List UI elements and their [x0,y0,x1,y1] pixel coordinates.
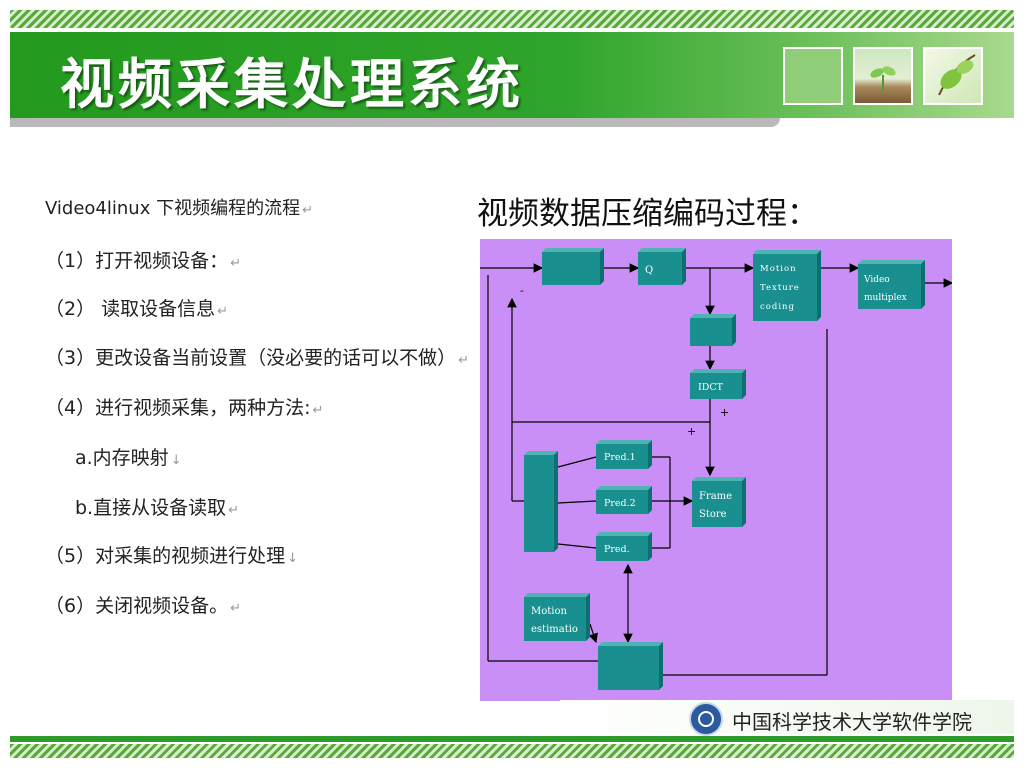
plus-sign-a: + [720,406,729,419]
label-frame: Frame [699,491,732,502]
green-square-thumbnail [783,47,843,105]
label-motion-estimation-line2: estimatio [531,624,578,635]
list-item: （2） 读取设备信息↵ [45,298,229,320]
block-pred-label: Pred. [604,544,630,555]
slide-title: 视频采集处理系统 [60,53,524,116]
list-item: （5）对采集的视频进行处理↓ [45,545,298,567]
footer-background [560,700,1014,734]
title-banner [10,32,1014,118]
list-item: （3）更改设备当前设置（没必要的话可以不做）↵ [45,347,469,369]
block-inverse-quantizer [690,314,736,346]
block-pred1-label: Pred.1 [604,452,636,463]
label-coding: coding [760,302,795,312]
leaves-thumbnail [923,47,983,105]
minus-sign: - [520,284,524,297]
list-item: （1）打开视频设备：↵ [45,250,241,272]
list-item: a.内存映射↓ [75,447,182,469]
block-input [542,248,604,285]
block-motion-estimation: Motion estimatio [524,593,590,641]
block-predictor-column [524,451,558,552]
sprout-thumbnail [853,47,913,105]
footer-organization: 中国科学技术大学软件学院 [732,710,972,734]
block-bottom [598,642,663,690]
label-motion: Motion [760,264,797,274]
footer-line [10,736,1014,742]
block-idct-label: IDCT [698,382,724,393]
list-item: b.直接从设备读取↵ [75,497,240,519]
block-q: Q [638,248,686,285]
banner-underline [10,118,780,127]
header-stripe [10,10,1014,28]
list-item: （4）进行视频采集，两种方法:↵ [45,397,324,419]
block-frame-store: Frame Store [692,477,746,527]
block-video-multiplex: Video multiplex [858,260,925,309]
block-q-label: Q [645,265,653,276]
university-logo-icon [689,702,723,736]
block-pred2-label: Pred.2 [604,498,636,509]
diagram-title: 视频数据压缩编码过程： [477,196,818,232]
block-motion-texture-coding: Motion Texture coding [753,250,821,321]
encoding-block-diagram: Q Motion Texture coding Video multiplex … [480,239,952,701]
label-store: Store [699,509,727,520]
footer-stripe [10,744,1014,758]
block-pred2: Pred.2 [596,486,652,514]
plus-sign-b: + [687,425,696,438]
label-texture: Texture [760,283,800,293]
block-pred: Pred. [596,532,652,561]
label-multiplex: multiplex [864,293,907,303]
block-pred1: Pred.1 [596,440,652,469]
leaves-icon [938,54,976,96]
sprout-icon [870,66,896,91]
list-item: （6）关闭视频设备。↵ [45,595,241,617]
block-idct: IDCT [690,369,746,399]
label-motion-estimation-line1: Motion [531,606,567,617]
list-heading: Video4linux 下视频编程的流程↵ [45,198,313,219]
label-video: Video [863,275,890,285]
